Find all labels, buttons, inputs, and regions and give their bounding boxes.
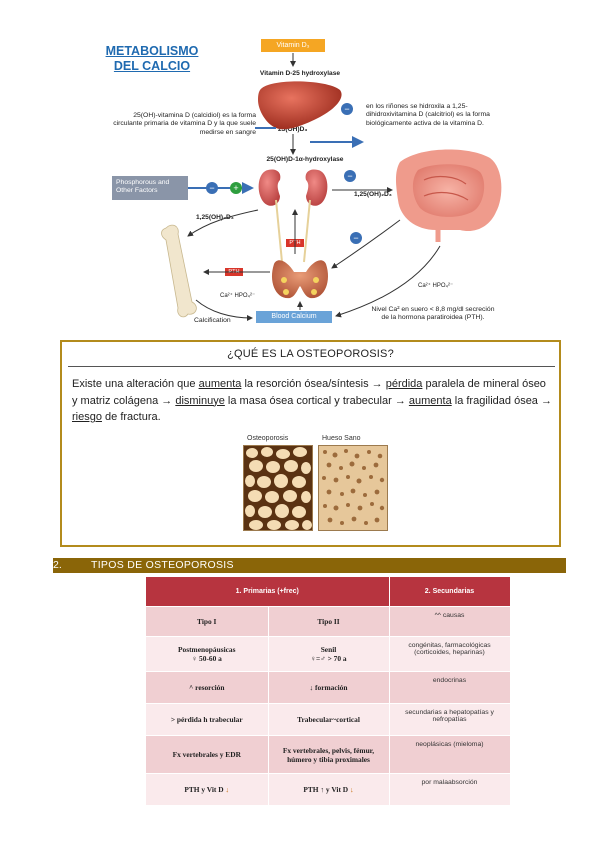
osteoporosis-definition: Existe una alteración que aumenta la res… [72, 376, 552, 426]
def-text-3: paralela de mineral óseo y matriz coláge… [72, 378, 546, 407]
cell: Trabecular~cortical [268, 703, 390, 736]
osteoporosis-box: ¿QUÉ ES LA OSTEOPOROSIS? Existe una alte… [60, 340, 561, 547]
cell: ^^ causas [389, 606, 511, 637]
cell: PTH ↑ y Vit D ↓ [268, 773, 390, 806]
cell: > pérdida h trabecular [146, 703, 269, 736]
section-number: 2. [53, 559, 62, 571]
minus-badge-liver [341, 103, 353, 115]
def-underline-riesgo: riesgo [72, 411, 102, 423]
parathyroid-icon [271, 260, 329, 299]
cell: PTH y Vit D ↓ [146, 773, 269, 806]
cell: Tipo II [268, 606, 390, 637]
cell: endocrinas [389, 671, 511, 704]
d3-125-right-label: 1,25(OH)₂D₃ [354, 191, 392, 198]
down-arrow-icon: ↓ [349, 785, 354, 794]
table-row: > pérdida h trabecular Trabecular~cortic… [146, 703, 511, 736]
osteoporosis-types-table: 1. Primarias (+frec) 2. Secundarias Tipo… [146, 577, 511, 806]
calcidiol-note: 25(OH)-vitamina D (calcidiol) es la form… [113, 112, 256, 136]
cell: congénitas, farmacológicas (corticoides,… [389, 636, 511, 672]
def-text-5: la fragilidad ósea → [451, 394, 552, 407]
cell-text: PTH y Vit D [184, 785, 226, 794]
table-row: PTH y Vit D ↓ PTH ↑ y Vit D ↓ por malaab… [146, 773, 511, 806]
section-title: TIPOS DE OSTEOPOROSIS [91, 559, 234, 571]
healthy-bone-image [318, 445, 388, 531]
minus-para: − [353, 233, 358, 243]
cell-line: Postmenopáusicas [178, 645, 236, 654]
minus-badge-para [350, 232, 362, 244]
cell: Fx vertebrales, pelvis, fémur, húmero y … [268, 735, 390, 774]
cell-line: ♀=♂ > 70 a [310, 654, 347, 663]
ca-hpo-right-label: Ca²⁺ HPO₄²⁻ [418, 283, 454, 289]
cell: Fx vertebrales y EDR [146, 735, 269, 774]
ca-hpo-left-label: Ca²⁺ HPO₄²⁻ [220, 293, 256, 299]
table-row: Tipo I Tipo II ^^ causas [146, 606, 511, 637]
section-header-bar: 2. TIPOS DE OSTEOPOROSIS [53, 558, 566, 573]
minus-kidney: − [347, 171, 352, 181]
minus-phos: − [209, 183, 214, 193]
def-text-6: de fractura. [101, 411, 161, 423]
cell: Tipo I [146, 606, 269, 637]
calcification-label: Calcification [194, 317, 231, 324]
arrow-intestine-parathyroid [331, 219, 401, 269]
def-underline-aumenta: aumenta [198, 378, 242, 390]
minus-badge-kidney [344, 170, 356, 182]
blood-calcium-box: Blood Calcium [256, 311, 332, 323]
intestine-icon [396, 149, 502, 242]
arrow-kidney-bone [187, 209, 259, 237]
liver-icon [258, 81, 342, 130]
osteoporosis-title: ¿QUÉ ES LA OSTEOPOROSIS? [227, 348, 394, 360]
def-text-1: Existe una alteración que [72, 378, 199, 390]
phosphorous-box: Phosphorous and Other Factors [112, 176, 188, 200]
diagram-graphics: − − + − [161, 53, 502, 321]
def-underline-perdida: pérdida [385, 378, 423, 390]
def-text-2: la resorción ósea/síntesis → [241, 378, 386, 390]
cell: Senil♀=♂ > 70 a [268, 636, 390, 672]
label-osteoporosis: Osteoporosis [247, 435, 289, 442]
cell: neoplásicas (mieloma) [389, 735, 511, 774]
hydroxylase-1a-label: 25(OH)D-1α-hydroxylase [266, 156, 344, 163]
title-divider [68, 366, 555, 367]
cell-line: Senil [320, 645, 337, 654]
cell: ^ resorción [146, 671, 269, 704]
label-hueso-sano: Hueso Sano [322, 435, 361, 442]
header-secundarias: 2. Secundarias [389, 577, 511, 607]
table-header-row: 1. Primarias (+frec) 2. Secundarias [146, 577, 511, 607]
oh-d3-label: 25(OH)D₃ [278, 126, 308, 133]
minus-liver: − [344, 104, 349, 114]
cell: ↓ formación [268, 671, 390, 704]
cell: por malaabsorción [389, 773, 511, 806]
d3-125-left-label: 1,25(OH)₂D₃ [196, 214, 234, 221]
arrow-bone-blood [195, 299, 253, 321]
minus-badge-phos [206, 182, 218, 194]
calcitriol-note: en los riñones se hidroxila a 1,25-dihid… [366, 103, 490, 127]
diagram-title-line1: METABOLISMO [105, 44, 199, 58]
bone-icon [161, 224, 197, 318]
plus-badge-phos [230, 182, 242, 194]
table-row: Fx vertebrales y EDR Fx vertebrales, pel… [146, 735, 511, 774]
def-text-4: la masa ósea cortical y trabecular → [224, 394, 409, 407]
cell: secundarias a hepatopatías y nefropatías [389, 703, 511, 736]
serum-calcium-note: Nivel Ca² en suero < 8,8 mg/dl secreción… [371, 306, 495, 322]
down-arrow-icon: ↓ [225, 785, 230, 794]
plus-phos: + [233, 183, 238, 193]
cell-text: PTH ↑ y Vit D [303, 785, 350, 794]
osteoporotic-bone-image [243, 445, 313, 531]
kidneys-icon [258, 169, 328, 263]
table-row: ^ resorción ↓ formación endocrinas [146, 671, 511, 704]
cell: Postmenopáusicas♀ 50-60 a [146, 636, 269, 672]
def-underline-aumenta-2: aumenta [408, 394, 452, 407]
header-primarias: 1. Primarias (+frec) [146, 577, 390, 607]
hydroxylase-25-label: Vitamin D-25 hydroxylase [259, 70, 341, 77]
arrow-intestine-blood [335, 245, 441, 318]
calcium-metabolism-diagram: METABOLISMO DEL CALCIO Vitamin D₃ Vitami… [100, 30, 520, 335]
diagram-title: METABOLISMO DEL CALCIO [104, 44, 200, 74]
def-underline-disminuye: disminuye [175, 394, 225, 407]
cell-line: ♀ 50-60 a [191, 654, 222, 663]
diagram-title-line2: DEL CALCIO [113, 59, 191, 73]
vitamin-d3-box: Vitamin D₃ [261, 39, 325, 52]
table-row: Postmenopáusicas♀ 50-60 a Senil♀=♂ > 70 … [146, 636, 511, 672]
